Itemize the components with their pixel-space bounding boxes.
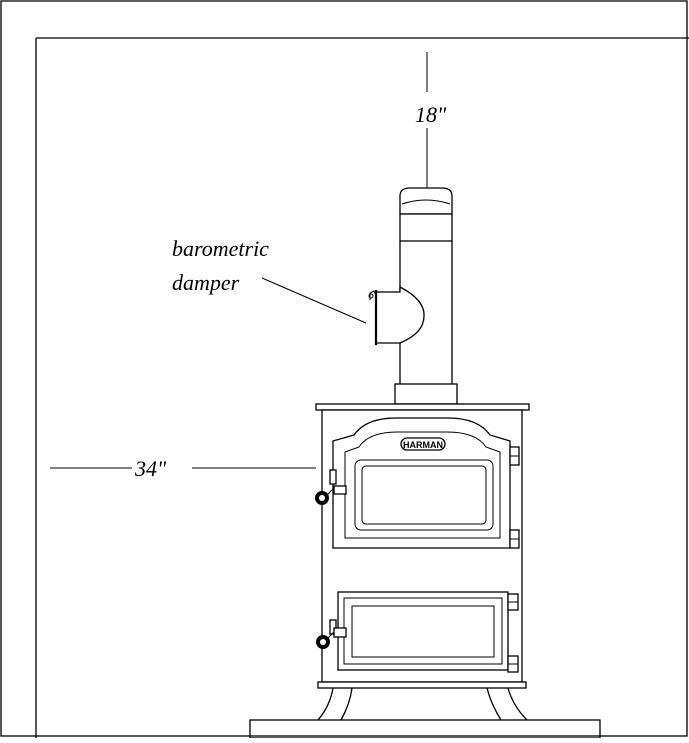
lower-door-hinges	[507, 593, 519, 673]
damper-label-line2: damper	[172, 270, 240, 295]
upper-door-hinges	[509, 446, 520, 549]
top-clearance-label: 18"	[415, 102, 447, 127]
stove-badge	[400, 437, 446, 451]
upper-door-handle	[315, 469, 347, 505]
upper-door	[332, 417, 511, 549]
barometric-damper	[368, 285, 425, 345]
lower-door-handle	[316, 619, 347, 649]
room-walls	[35, 37, 689, 738]
side-clearance-label: 34"	[134, 456, 167, 481]
hearth-pad	[249, 719, 601, 739]
lower-door	[337, 591, 509, 671]
flue-pipe	[394, 187, 458, 405]
damper-leader-line	[261, 277, 367, 324]
stove-badge-text: HARMAN	[403, 440, 443, 450]
damper-label-line1: barometric	[172, 236, 269, 261]
